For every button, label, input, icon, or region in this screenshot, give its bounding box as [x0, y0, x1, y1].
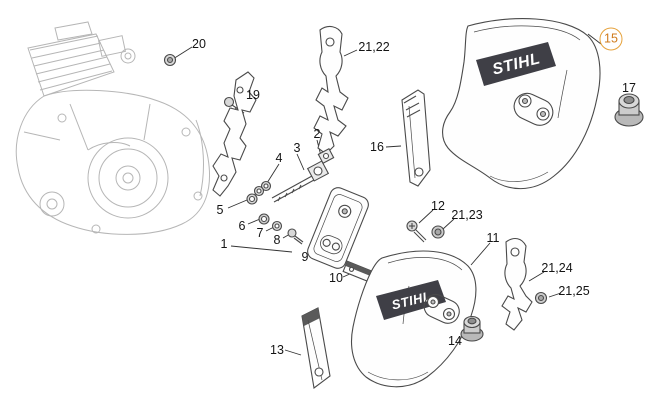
part-label-21-22[interactable]: 21,22 [358, 39, 390, 54]
tensioner-bracket [212, 71, 257, 197]
collar-nut-14 [460, 315, 484, 342]
part-label-2[interactable]: 2 [313, 126, 321, 141]
part-label-3[interactable]: 3 [293, 140, 301, 155]
part-label-11[interactable]: 11 [486, 230, 500, 245]
part-label-17[interactable]: 17 [622, 80, 636, 95]
part-label-20[interactable]: 20 [192, 36, 206, 51]
tensioner-assembly-2-3-4 [253, 148, 335, 203]
sprocket-cover-11: STIHL [350, 250, 477, 388]
part-label-1[interactable]: 1 [220, 236, 228, 251]
part-label-21-25[interactable]: 21,25 [558, 283, 590, 298]
guide-plate-21-24 [501, 237, 533, 331]
part-label-13[interactable]: 13 [270, 342, 284, 357]
nut-21-23 [431, 225, 445, 239]
part-label-12[interactable]: 12 [431, 198, 445, 213]
guide-plate-21-22 [313, 25, 349, 155]
nut-21-25 [534, 291, 548, 305]
screw-12 [406, 220, 427, 243]
nut-20 [163, 53, 177, 67]
fasteners-5-6-7-8 [246, 193, 304, 245]
engine-assembly [15, 21, 211, 235]
part-label-21-23[interactable]: 21,23 [451, 207, 483, 222]
sprocket-cover-15: STIHL [442, 18, 601, 190]
part-label-19[interactable]: 19 [246, 87, 260, 102]
part-label-21-24[interactable]: 21,24 [541, 260, 573, 275]
part-label-8[interactable]: 8 [273, 232, 281, 247]
clip-10 [342, 260, 376, 284]
bar-13 [301, 307, 331, 389]
collar-nut-17 [614, 93, 644, 127]
part-label-15-highlighted[interactable]: 15 [599, 27, 623, 51]
part-label-6[interactable]: 6 [238, 218, 246, 233]
slat-16 [401, 89, 431, 187]
part-label-9[interactable]: 9 [301, 249, 309, 264]
part-label-16[interactable]: 16 [370, 139, 384, 154]
cover-plate-9 [307, 187, 369, 269]
part-label-4[interactable]: 4 [275, 150, 283, 165]
part-label-5[interactable]: 5 [216, 202, 224, 217]
part-label-7[interactable]: 7 [256, 225, 264, 240]
part-label-14[interactable]: 14 [448, 333, 462, 348]
part-label-10[interactable]: 10 [329, 270, 343, 285]
